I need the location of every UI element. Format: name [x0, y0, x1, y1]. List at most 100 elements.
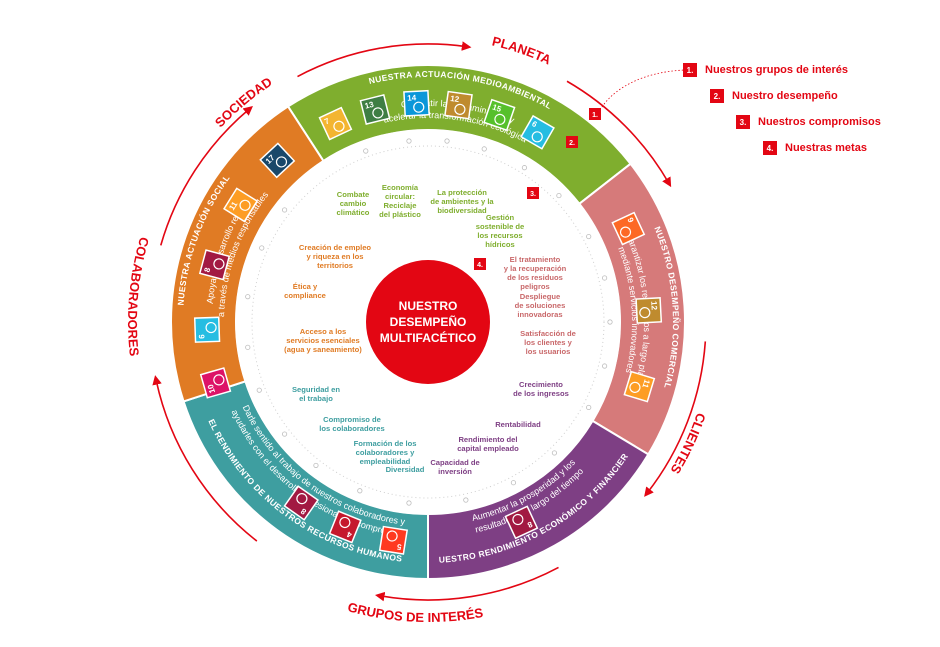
- stakeholder-arrow: [160, 105, 253, 246]
- legend-number: 1.: [683, 63, 697, 77]
- goal-recursos: Diversidad: [386, 465, 425, 474]
- ring-dot: [245, 344, 251, 350]
- sdg-symbol-icon: [213, 374, 225, 386]
- sdg-symbol-icon: [512, 513, 524, 526]
- sdg-icon-14: 14: [403, 89, 430, 117]
- sdg-number: 8: [525, 519, 533, 529]
- ring-dot: [313, 462, 319, 469]
- sdg-symbol-icon: [372, 107, 384, 119]
- legend-number: 2.: [710, 89, 724, 103]
- sdg-icon-7: 7: [318, 106, 353, 141]
- legend-number: 3.: [736, 115, 750, 129]
- stakeholder-arrow: [566, 80, 672, 188]
- sdg-icon-12: 12: [444, 90, 473, 120]
- leader-line: [479, 259, 486, 265]
- stakeholder-colaboradores: COLABORADORES: [125, 235, 152, 357]
- marker-number: 1.: [592, 112, 598, 119]
- ring-dot: [586, 404, 592, 411]
- sdg-symbol-icon: [275, 156, 288, 168]
- sdg-icon-11: 11: [223, 187, 259, 223]
- ring-dot: [406, 500, 412, 506]
- ring-dot: [556, 192, 562, 199]
- ring-dot: [444, 138, 450, 144]
- sdg-number: 13: [364, 100, 375, 111]
- sdg-symbol-icon: [213, 258, 225, 270]
- ring-dot: [259, 245, 265, 251]
- ring-dot: [481, 146, 487, 152]
- legend-label: Nuestros grupos de interés: [705, 64, 849, 76]
- leader-line: [599, 69, 686, 111]
- sdg-symbol-icon: [531, 131, 543, 143]
- sdg-number: 6: [530, 119, 539, 129]
- ring-dot: [281, 207, 288, 213]
- marker-number: 4.: [477, 262, 483, 269]
- sdg-number: 5: [396, 542, 402, 552]
- sdg-icon-4: 4: [328, 510, 362, 544]
- ring-dot: [256, 387, 262, 393]
- sdg-icon-8: 8: [504, 505, 539, 540]
- ring-dot: [510, 480, 517, 486]
- sdg-number: 14: [407, 93, 417, 102]
- stakeholder-arrow: [152, 375, 258, 542]
- sdg-symbol-icon: [296, 493, 308, 505]
- sdg-symbol-icon: [386, 530, 398, 542]
- sdg-icon-9: 9: [611, 211, 646, 246]
- stakeholder-grupos: GRUPOS DE INTERÉS: [346, 599, 484, 625]
- wheel-marker-1: 1.: [589, 108, 601, 120]
- sdg-number: 7: [323, 116, 331, 126]
- sdg-symbol-icon: [619, 226, 632, 238]
- sdg-symbol-icon: [629, 381, 641, 393]
- sdg-symbol-icon: [205, 321, 217, 334]
- stakeholder-arrow: [644, 341, 707, 497]
- ring-dot: [551, 450, 558, 456]
- sdg-icon-11: 11: [623, 370, 656, 403]
- ring-dot: [357, 488, 363, 494]
- sdg-number: 8: [203, 266, 213, 273]
- ring-dot: [601, 275, 608, 281]
- ring-dot: [245, 294, 251, 300]
- marker-box: [527, 187, 539, 199]
- wheel-marker-4: 4.: [474, 258, 486, 270]
- sdg-number: 15: [491, 103, 503, 115]
- ring-dot: [281, 431, 288, 437]
- sdg-number: 11: [640, 378, 651, 389]
- stakeholder-planeta: PLANETA: [491, 33, 554, 67]
- sdg-symbol-icon: [494, 113, 506, 125]
- legend-item-commitments[interactable]: 3. Nuestros compromisos: [736, 115, 881, 129]
- sdg-symbol-icon: [639, 307, 651, 319]
- ring-dot: [406, 138, 412, 144]
- ring-dot: [586, 233, 592, 240]
- wheel-marker-3: 3.: [527, 187, 539, 199]
- marker-box: [474, 258, 486, 270]
- legend-label: Nuestro desempeño: [732, 90, 838, 102]
- ring-dot: [463, 497, 469, 503]
- sdg-icon-17: 17: [259, 142, 296, 179]
- marker-box: [566, 136, 578, 148]
- sdg-number: 12: [649, 301, 658, 311]
- ring-dot: [607, 319, 613, 325]
- sdg-icon-13: 13: [359, 94, 391, 125]
- legend-item-stakeholders[interactable]: 1. Nuestros grupos de interés: [683, 63, 848, 77]
- stakeholder-sociedad: SOCIEDAD: [212, 74, 275, 130]
- sdg-number: 6: [197, 334, 206, 339]
- legend-item-goals[interactable]: 4. Nuestras metas: [763, 141, 867, 155]
- stakeholder-arrow: [297, 41, 472, 78]
- sdg-icon-8: 8: [198, 249, 231, 281]
- legend-item-performance[interactable]: 2. Nuestro desempeño: [710, 89, 838, 103]
- legend-number: 4.: [763, 141, 777, 155]
